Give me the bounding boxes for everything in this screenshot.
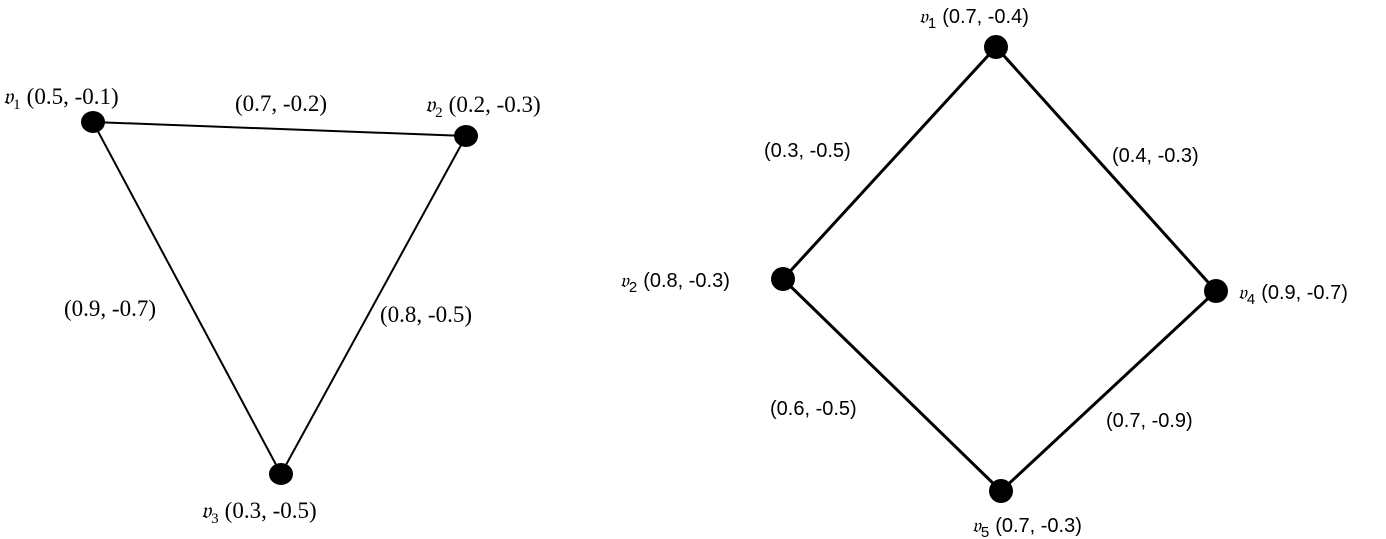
node-v1 <box>984 35 1008 59</box>
node-v1 <box>81 111 105 133</box>
node-subscript: 3 <box>211 511 219 527</box>
node-subscript: 1 <box>928 15 936 32</box>
edge-label-v2-v5: (0.6, -0.5) <box>770 398 857 420</box>
node-name: 𝔳 <box>972 513 982 537</box>
node-label-v2: 𝔳2 (0.8, -0.3) <box>620 268 730 296</box>
node-name: 𝔳 <box>201 498 213 524</box>
edge-v2-v3 <box>280 135 467 475</box>
edge-label-v1-v2: (0.3, -0.5) <box>764 140 851 162</box>
node-value: (0.7, -0.4) <box>942 6 1029 28</box>
edge-v1-v3 <box>92 121 282 475</box>
edge-v2-v5 <box>781 277 1003 493</box>
node-value: (0.5, -0.1) <box>27 84 119 109</box>
node-label-v1: 𝔳1 (0.5, -0.1) <box>3 84 119 113</box>
node-v5 <box>989 479 1013 503</box>
node-label-v5: 𝔳5 (0.7, -0.3) <box>972 513 1082 539</box>
node-subscript: 1 <box>13 97 21 113</box>
node-v4 <box>1204 279 1228 303</box>
node-subscript: 2 <box>629 279 637 296</box>
node-label-v4: 𝔳4 (0.9, -0.7) <box>1238 280 1348 308</box>
node-v2 <box>771 267 795 291</box>
edge-label-v4-v5: (0.7, -0.9) <box>1106 410 1193 432</box>
edge-v1-v2 <box>781 45 998 281</box>
node-value: (0.7, -0.3) <box>995 515 1082 537</box>
diamond-graph: 𝔳1(0.7, -0.4) 𝔳2(0.8, -0.3) 𝔳4(0.9, -0.7… <box>620 4 1348 539</box>
edge-label-v1-v3: (0.9, -0.7) <box>64 296 156 321</box>
node-name: 𝔳 <box>919 4 929 28</box>
edge-label-v1-v2: (0.7, -0.2) <box>235 91 327 116</box>
node-subscript: 4 <box>1247 291 1255 308</box>
node-value: (0.9, -0.7) <box>1261 282 1348 304</box>
node-v2 <box>454 125 478 147</box>
node-subscript: 5 <box>981 524 989 539</box>
node-label-v3: 𝔳3 (0.3, -0.5) <box>201 498 317 527</box>
node-name: 𝔳 <box>3 84 15 110</box>
edge-v1-v4 <box>994 45 1218 293</box>
edge-label-v2-v3: (0.8, -0.5) <box>380 302 472 327</box>
node-value: (0.3, -0.5) <box>225 498 317 523</box>
node-value: (0.8, -0.3) <box>643 270 730 292</box>
edge-label-v1-v4: (0.4, -0.3) <box>1112 145 1199 167</box>
node-label-v1: 𝔳1 (0.7, -0.4) <box>919 4 1029 32</box>
node-value: (0.2, -0.3) <box>449 92 541 117</box>
node-name: 𝔳 <box>425 92 437 118</box>
triangle-graph: 𝔳1(0.5, -0.1) 𝔳2(0.2, -0.3) 𝔳3(0.3, -0.5… <box>3 84 541 527</box>
node-name: 𝔳 <box>1238 280 1248 304</box>
node-label-v2: 𝔳2 (0.2, -0.3) <box>425 92 541 121</box>
edge-v4-v5 <box>999 289 1218 493</box>
node-name: 𝔳 <box>620 268 630 292</box>
node-subscript: 2 <box>435 105 443 121</box>
node-v3 <box>269 463 293 485</box>
edge-v1-v2 <box>92 121 467 137</box>
